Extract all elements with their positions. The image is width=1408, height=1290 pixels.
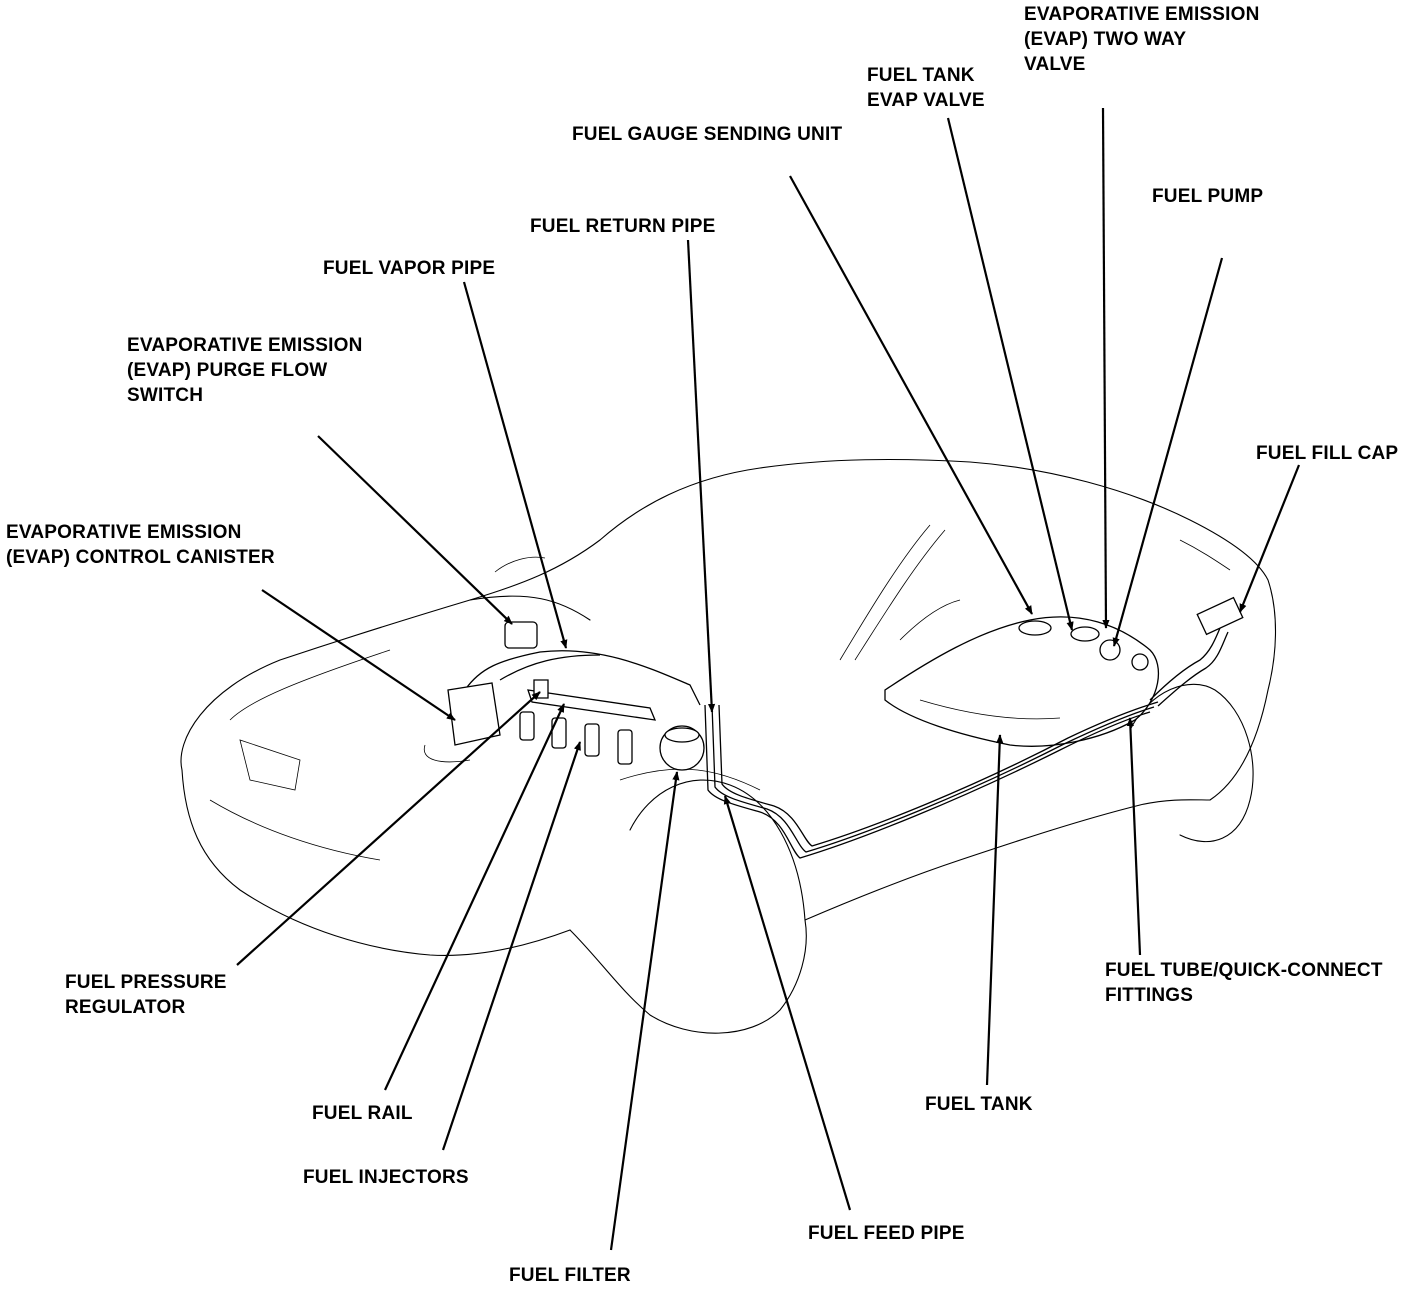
label-line: FUEL RETURN PIPE <box>530 214 715 239</box>
label-line: SWITCH <box>127 383 363 408</box>
leader-fuel-tank-evap-valve <box>948 118 1072 630</box>
leader-fuel-rail <box>385 704 564 1090</box>
label-line: FUEL FILL CAP <box>1256 441 1398 466</box>
label-line: FUEL FILTER <box>509 1263 631 1288</box>
leader-evap-control-canister <box>262 590 455 720</box>
label-fuel-tank-evap-valve: FUEL TANK EVAP VALVE <box>867 63 985 113</box>
label-fuel-gauge-sending-unit: FUEL GAUGE SENDING UNIT <box>572 122 842 147</box>
leader-evap-purge-flow-switch <box>318 436 512 624</box>
label-line: EVAPORATIVE EMISSION <box>1024 2 1260 27</box>
leader-fuel-injectors <box>443 742 580 1150</box>
label-fuel-pressure-regulator: FUEL PRESSURE REGULATOR <box>65 970 227 1020</box>
label-fuel-tube-quick-connect: FUEL TUBE/QUICK-CONNECT FITTINGS <box>1105 958 1383 1008</box>
car-body-outline <box>181 460 1275 1034</box>
leader-fuel-pressure-regulator <box>237 692 540 965</box>
label-line: VALVE <box>1024 52 1260 77</box>
label-line: FUEL INJECTORS <box>303 1165 469 1190</box>
label-fuel-rail: FUEL RAIL <box>312 1101 413 1126</box>
label-fuel-return-pipe: FUEL RETURN PIPE <box>530 214 715 239</box>
label-evap-two-way-valve: EVAPORATIVE EMISSION (EVAP) TWO WAY VALV… <box>1024 2 1260 77</box>
label-line: (EVAP) PURGE FLOW <box>127 358 363 383</box>
label-line: FUEL VAPOR PIPE <box>323 256 495 281</box>
leader-fuel-gauge-sending-unit <box>790 176 1032 614</box>
label-fuel-injectors: FUEL INJECTORS <box>303 1165 469 1190</box>
label-line: FUEL TANK <box>867 63 985 88</box>
label-evap-purge-flow-switch: EVAPORATIVE EMISSION (EVAP) PURGE FLOW S… <box>127 333 363 408</box>
label-line: FUEL FEED PIPE <box>808 1221 965 1246</box>
label-line: EVAPORATIVE EMISSION <box>6 520 275 545</box>
leader-evap-two-way-valve <box>1103 108 1106 628</box>
label-line: FUEL PUMP <box>1152 184 1263 209</box>
label-line: FUEL TUBE/QUICK-CONNECT <box>1105 958 1383 983</box>
label-line: EVAP VALVE <box>867 88 985 113</box>
leader-fuel-tube-quick-connect <box>1130 718 1140 955</box>
label-fuel-filter: FUEL FILTER <box>509 1263 631 1288</box>
label-line: EVAPORATIVE EMISSION <box>127 333 363 358</box>
leader-fuel-fill-cap <box>1240 465 1299 612</box>
label-evap-control-canister: EVAPORATIVE EMISSION (EVAP) CONTROL CANI… <box>6 520 275 570</box>
leader-fuel-filter <box>611 772 677 1250</box>
label-fuel-fill-cap: FUEL FILL CAP <box>1256 441 1398 466</box>
leader-fuel-return-pipe <box>688 240 712 712</box>
leader-fuel-tank <box>987 735 1000 1085</box>
label-line: FUEL TANK <box>925 1092 1033 1117</box>
label-line: FUEL GAUGE SENDING UNIT <box>572 122 842 147</box>
leader-fuel-pump <box>1114 258 1222 646</box>
leader-fuel-feed-pipe <box>725 796 850 1210</box>
label-fuel-tank: FUEL TANK <box>925 1092 1033 1117</box>
label-line: FUEL RAIL <box>312 1101 413 1126</box>
label-line: (EVAP) CONTROL CANISTER <box>6 545 275 570</box>
label-fuel-feed-pipe: FUEL FEED PIPE <box>808 1221 965 1246</box>
label-fuel-pump: FUEL PUMP <box>1152 184 1263 209</box>
label-line: FITTINGS <box>1105 983 1383 1008</box>
label-line: (EVAP) TWO WAY <box>1024 27 1260 52</box>
label-line: REGULATOR <box>65 995 227 1020</box>
label-line: FUEL PRESSURE <box>65 970 227 995</box>
label-fuel-vapor-pipe: FUEL VAPOR PIPE <box>323 256 495 281</box>
